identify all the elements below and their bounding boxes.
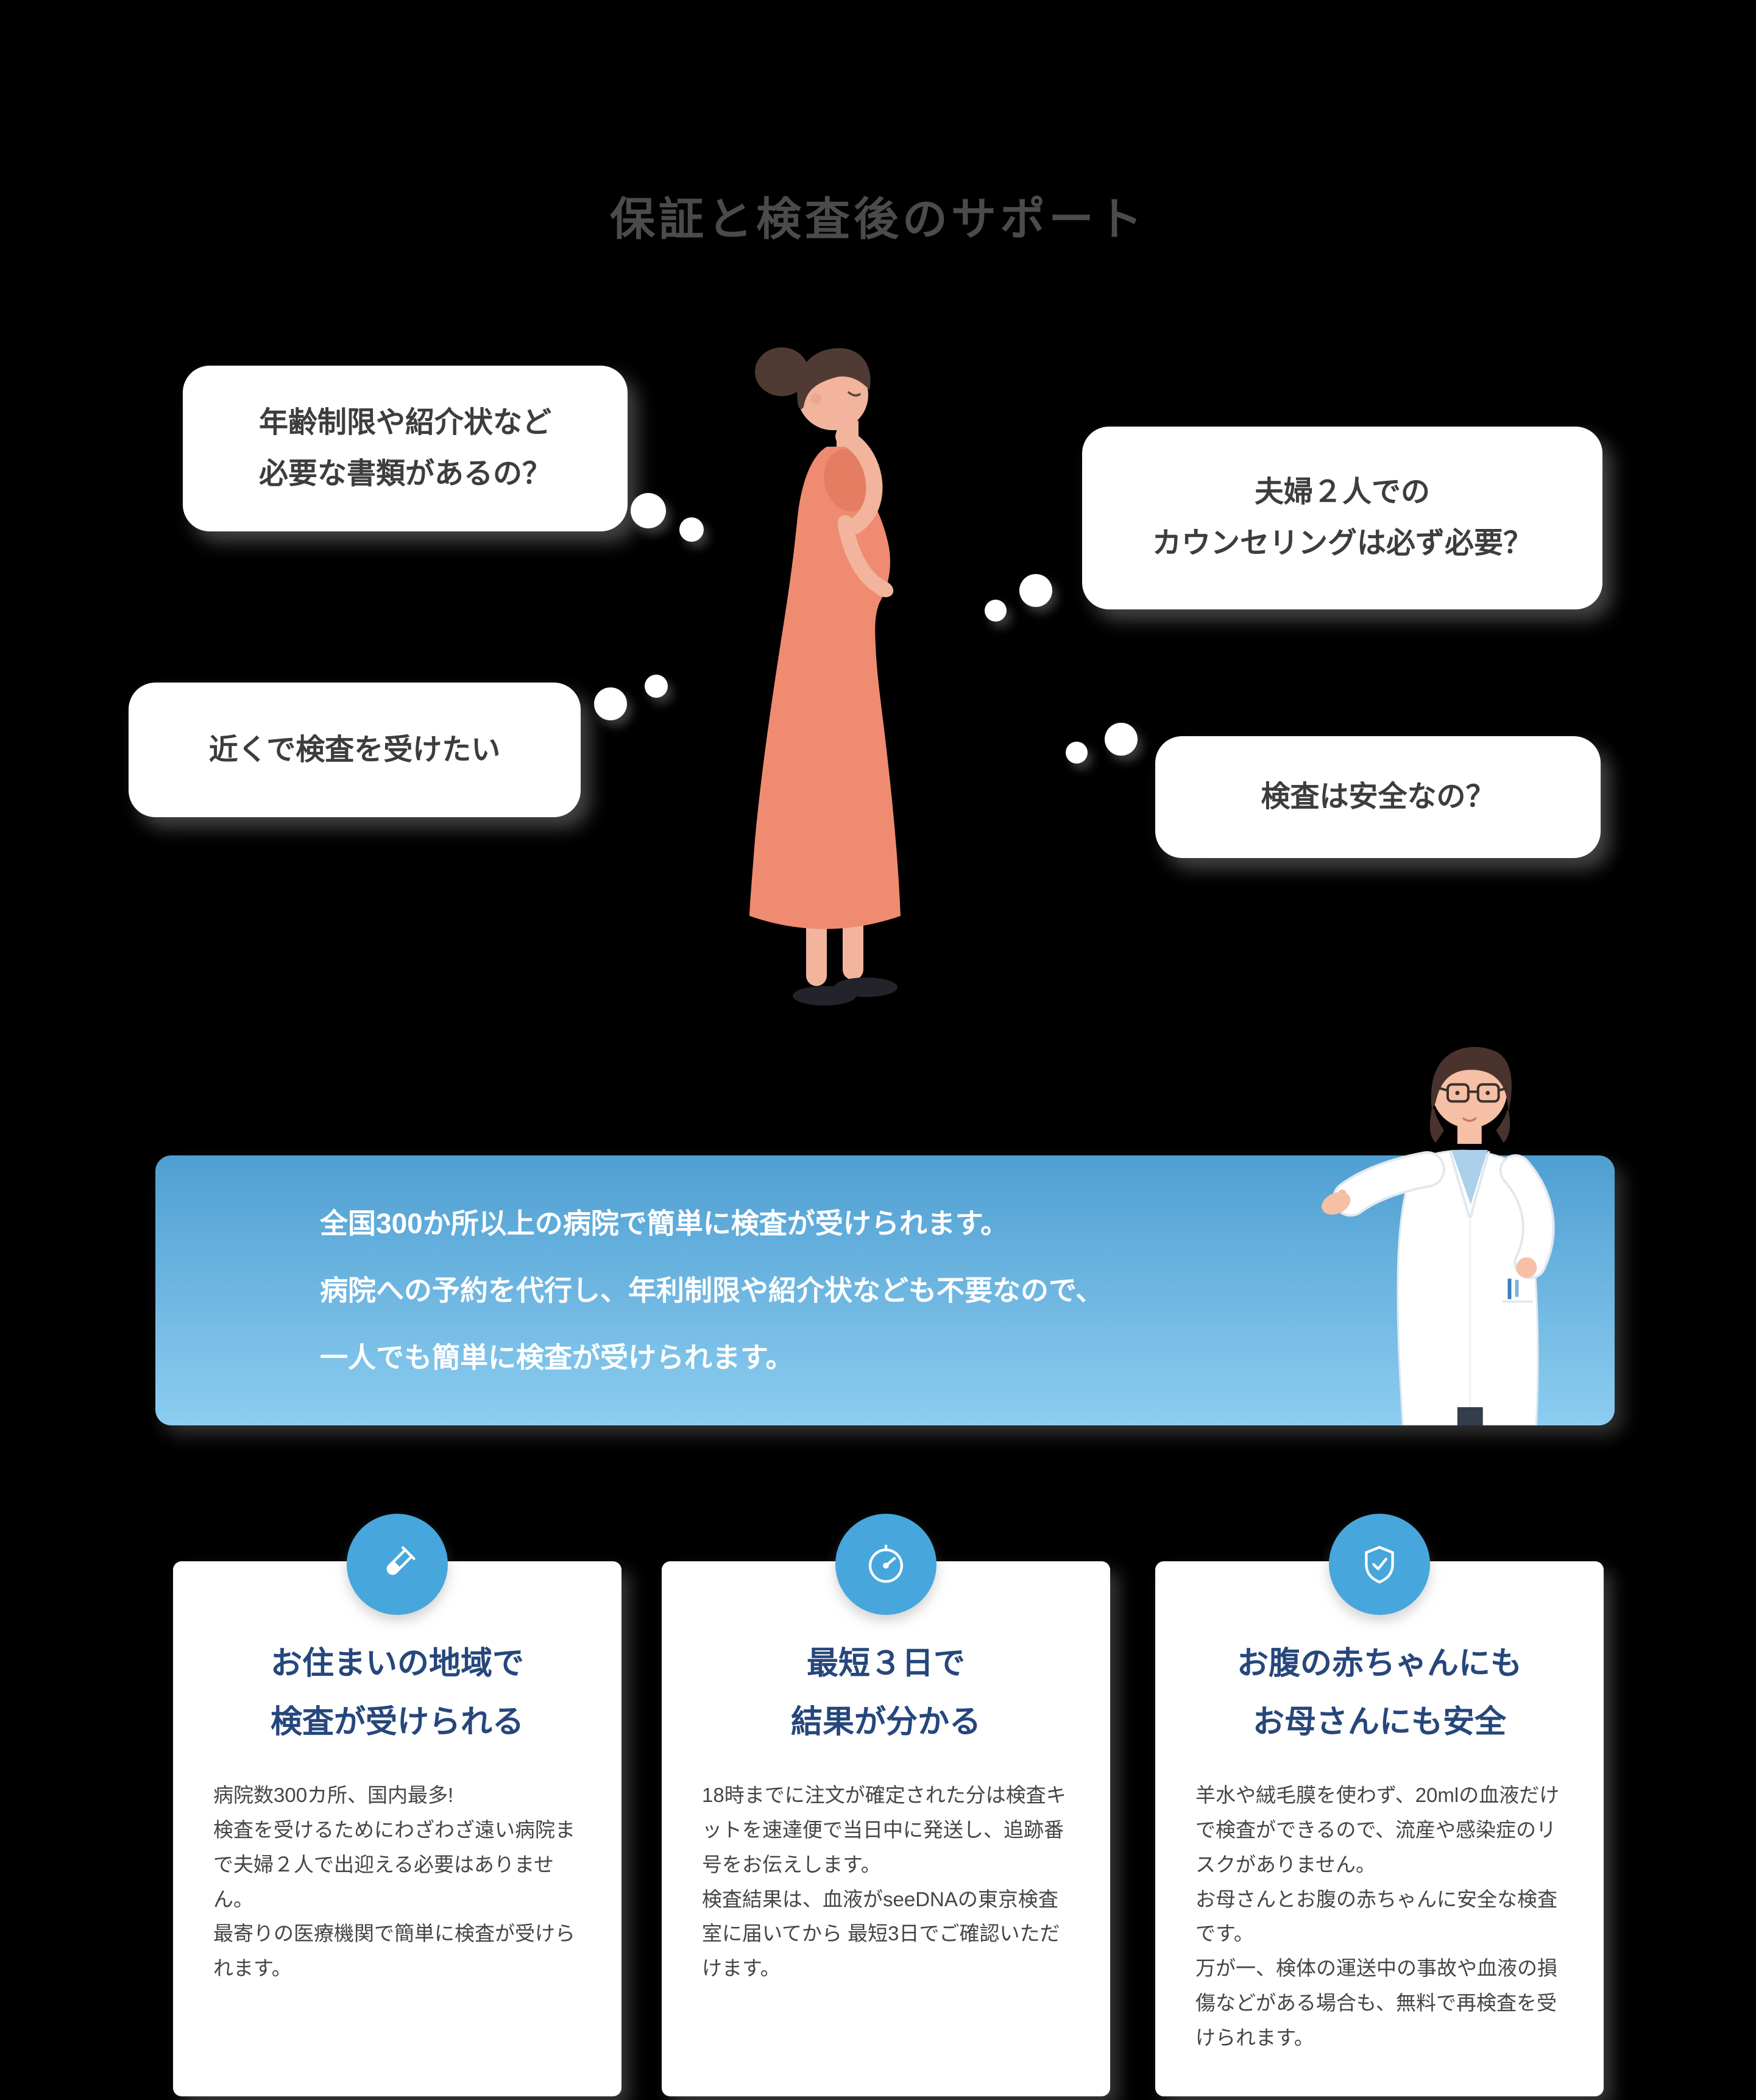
bubble-tail-dot	[985, 600, 1007, 622]
pregnant-woman-illustration	[749, 347, 901, 1006]
bubble-tail-dot	[1019, 574, 1052, 607]
question-bubble-nearby: 近くで検査を受けたい	[129, 683, 581, 817]
feature-card-region: お住まいの地域で 検査が受けられる 病院数300カ所、国内最多! 検査を受けるた…	[173, 1514, 621, 2096]
card-body: 病院数300カ所、国内最多! 検査を受けるためにわざわざ遠い病院まで夫婦２人で出…	[213, 1784, 575, 1980]
card-title: お腹の赤ちゃんにも お母さんにも安全	[1236, 1646, 1522, 1740]
card-title: 最短３日で 結果が分かる	[790, 1646, 981, 1740]
feature-card-speed: 最短３日で 結果が分かる 18時までに注文が確定された分は検査キットを速達便で当…	[662, 1514, 1110, 2096]
gauge-icon	[835, 1514, 936, 1615]
card-body: 18時までに注文が確定された分は検査キットを速達便で当日中に発送し、追跡番号をお…	[702, 1784, 1066, 1980]
info-banner: 全国300か所以上の病院で簡単に検査が受けられます。 病院への予約を代行し、年利…	[155, 1155, 1615, 1425]
card-body: 羊水や絨毛膜を使わず、20mlの血液だけで検査ができるので、流産や感染症のリスク…	[1195, 1784, 1560, 2049]
bubble-tail-dot	[645, 675, 668, 698]
section-title: 保証と検査後のサポート	[610, 194, 1146, 244]
bubble-tail-dot	[679, 517, 704, 542]
glasses	[1439, 1083, 1508, 1103]
question-bubble-safety: 検査は安全なの？	[1155, 736, 1601, 858]
question-bubble-counseling: 夫婦２人での カウンセリングは必ず必要？	[1082, 427, 1602, 609]
feature-card-safety: お腹の赤ちゃんにも お母さんにも安全 羊水や絨毛膜を使わず、20mlの血液だけで…	[1155, 1514, 1604, 2096]
info-banner-text: 全国300か所以上の病院で簡単に検査が受けられます。 病院への予約を代行し、年利…	[320, 1207, 1104, 1374]
card-title: お住まいの地域で 検査が受けられる	[270, 1646, 524, 1740]
test-tube-icon	[347, 1514, 448, 1615]
bubble-tail-dot	[1105, 723, 1138, 756]
bubble-tail-dot	[631, 493, 666, 528]
question-bubble-documents: 年齢制限や紹介状など 必要な書類があるの？	[183, 366, 628, 531]
shield-check-icon	[1329, 1514, 1430, 1615]
bubble-tail-dot	[594, 687, 627, 720]
doctor-illustration	[1322, 1047, 1555, 1425]
bubble-tail-dot	[1066, 742, 1088, 764]
